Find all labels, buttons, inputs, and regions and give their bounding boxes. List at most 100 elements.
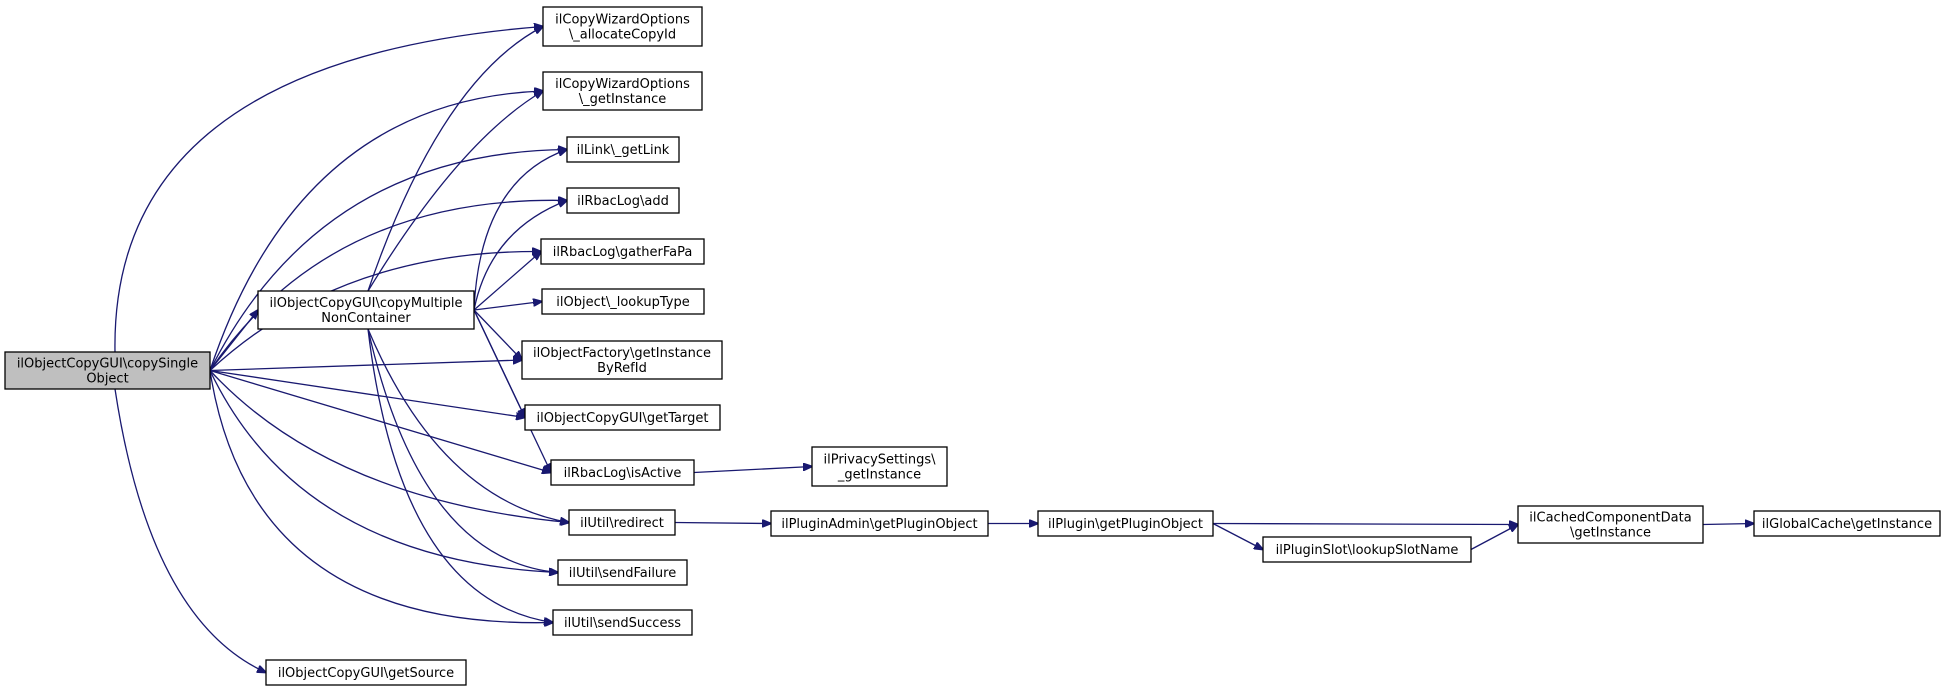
node-get-source[interactable]: ilObjectCopyGUI\getSource [265, 659, 467, 686]
node-box [524, 404, 721, 431]
node-label: ilPluginSlot\lookupSlotName [1276, 543, 1459, 558]
node-get-link[interactable]: ilLink\_getLink [566, 136, 680, 163]
edge-is-active-to-privacy-get-instance [693, 467, 812, 474]
edge-cached-get-instance-to-global-cache-get-instance [1702, 524, 1754, 525]
node-label: ilRbacLog\isActive [564, 466, 682, 481]
node-plugin-get-plugin-object[interactable]: ilPlugin\getPluginObject [1037, 510, 1214, 537]
node-box [770, 510, 989, 537]
node-label: _getInstance [837, 468, 921, 483]
edge-copy-multiple-to-cw-get-instance [367, 91, 543, 292]
edge-copy-single-to-get-link [209, 150, 567, 371]
node-send-success[interactable]: ilUtil\sendSuccess [552, 609, 693, 636]
node-label: \_getInstance [579, 92, 667, 107]
node-box [265, 659, 467, 686]
node-label: ilObject\_lookupType [556, 295, 689, 310]
edge-copy-multiple-to-rbac-add [473, 201, 567, 311]
edge-copy-single-to-gather-fa-pa [209, 251, 541, 371]
edge-copy-single-to-send-failure [209, 370, 558, 573]
node-label: ilObjectCopyGUI\getSource [278, 666, 454, 681]
edge-plugin-get-plugin-object-to-lookup-slot-name [1212, 522, 1263, 550]
node-label: ilRbacLog\add [577, 194, 669, 209]
node-lookup-type[interactable]: ilObject\_lookupType [541, 288, 705, 315]
node-box [1517, 505, 1704, 544]
node-box [552, 609, 693, 636]
node-box [557, 559, 688, 586]
edge-plugin-get-plugin-object-to-cached-get-instance [1212, 524, 1518, 525]
node-box [1262, 536, 1472, 563]
node-box [542, 6, 703, 47]
edge-copy-single-to-send-success [209, 370, 553, 623]
node-box [811, 446, 948, 487]
edge-copy-single-to-get-source [114, 388, 266, 673]
node-label: ilObjectFactory\getInstance [533, 346, 711, 361]
edge-copy-single-to-redirect [209, 370, 569, 523]
node-send-failure[interactable]: ilUtil\sendFailure [557, 559, 688, 586]
node-box [4, 351, 211, 390]
node-is-active[interactable]: ilRbacLog\isActive [550, 459, 695, 486]
node-label: ilCachedComponentData [1529, 511, 1691, 526]
node-label: ilPlugin\getPluginObject [1048, 517, 1203, 532]
edge-copy-multiple-to-is-active [473, 309, 551, 473]
edge-copy-multiple-to-redirect [367, 328, 569, 523]
node-allocate-copy-id[interactable]: ilCopyWizardOptions\_allocateCopyId [542, 6, 703, 47]
edges-layer [114, 27, 1754, 673]
node-label: ilObjectCopyGUI\copyMultiple [269, 296, 462, 311]
node-box [568, 509, 676, 536]
node-label: ilUtil\sendSuccess [564, 616, 681, 631]
node-lookup-slot-name[interactable]: ilPluginSlot\lookupSlotName [1262, 536, 1472, 563]
node-box [550, 459, 695, 486]
edge-copy-single-to-is-active [209, 369, 551, 473]
node-label: NonContainer [321, 311, 411, 326]
node-box [1753, 510, 1941, 537]
node-redirect[interactable]: ilUtil\redirect [568, 509, 676, 536]
edge-copy-single-to-copy-multiple [209, 310, 258, 371]
node-get-target[interactable]: ilObjectCopyGUI\getTarget [524, 404, 721, 431]
node-label: ilRbacLog\gatherFaPa [553, 245, 693, 260]
node-label: ByRefId [597, 361, 647, 376]
node-box [257, 290, 475, 330]
node-label: ilCopyWizardOptions [555, 13, 690, 28]
node-label: ilCopyWizardOptions [555, 77, 690, 92]
node-label: ilPluginAdmin\getPluginObject [781, 517, 977, 532]
node-box [541, 288, 705, 315]
node-box [521, 340, 723, 380]
node-rbac-add[interactable]: ilRbacLog\add [566, 187, 680, 214]
node-label: Object [86, 372, 128, 387]
node-privacy-get-instance[interactable]: ilPrivacySettings\_getInstance [811, 446, 948, 487]
edge-copy-multiple-to-allocate-copy-id [367, 27, 543, 292]
edge-copy-multiple-to-lookup-type [473, 302, 542, 311]
node-box [1037, 510, 1214, 537]
edge-copy-single-to-cw-get-instance [209, 91, 543, 371]
node-label: ilGlobalCache\getInstance [1762, 517, 1932, 532]
node-gather-fa-pa[interactable]: ilRbacLog\gatherFaPa [540, 238, 705, 265]
edge-copy-multiple-to-send-failure [367, 328, 558, 573]
node-label: ilUtil\sendFailure [569, 566, 676, 581]
edge-redirect-to-admin-get-plugin-object [674, 523, 771, 524]
edge-copy-multiple-to-factory-get-instance [473, 309, 522, 360]
node-cw-get-instance[interactable]: ilCopyWizardOptions\_getInstance [542, 71, 703, 111]
edge-copy-multiple-to-gather-fa-pa [473, 252, 541, 311]
edge-copy-multiple-to-send-success [367, 328, 553, 623]
node-cached-get-instance[interactable]: ilCachedComponentData\getInstance [1517, 505, 1704, 544]
edge-copy-single-to-rbac-add [209, 200, 567, 371]
node-global-cache-get-instance[interactable]: ilGlobalCache\getInstance [1753, 510, 1941, 537]
node-admin-get-plugin-object[interactable]: ilPluginAdmin\getPluginObject [770, 510, 989, 537]
node-label: \getInstance [1570, 526, 1651, 541]
edge-copy-multiple-to-get-link [473, 150, 567, 311]
edge-copy-single-to-allocate-copy-id [114, 27, 543, 353]
node-box [566, 136, 680, 163]
edge-lookup-slot-name-to-cached-get-instance [1470, 525, 1518, 551]
node-label: ilObjectCopyGUI\getTarget [537, 411, 709, 426]
node-label: \_allocateCopyId [569, 28, 676, 43]
node-label: ilPrivacySettings\ [824, 453, 937, 468]
edge-copy-single-to-factory-get-instance [209, 360, 522, 372]
node-box [540, 238, 705, 265]
node-box [542, 71, 703, 111]
edge-copy-single-to-get-target [209, 369, 525, 418]
node-box [566, 187, 680, 214]
